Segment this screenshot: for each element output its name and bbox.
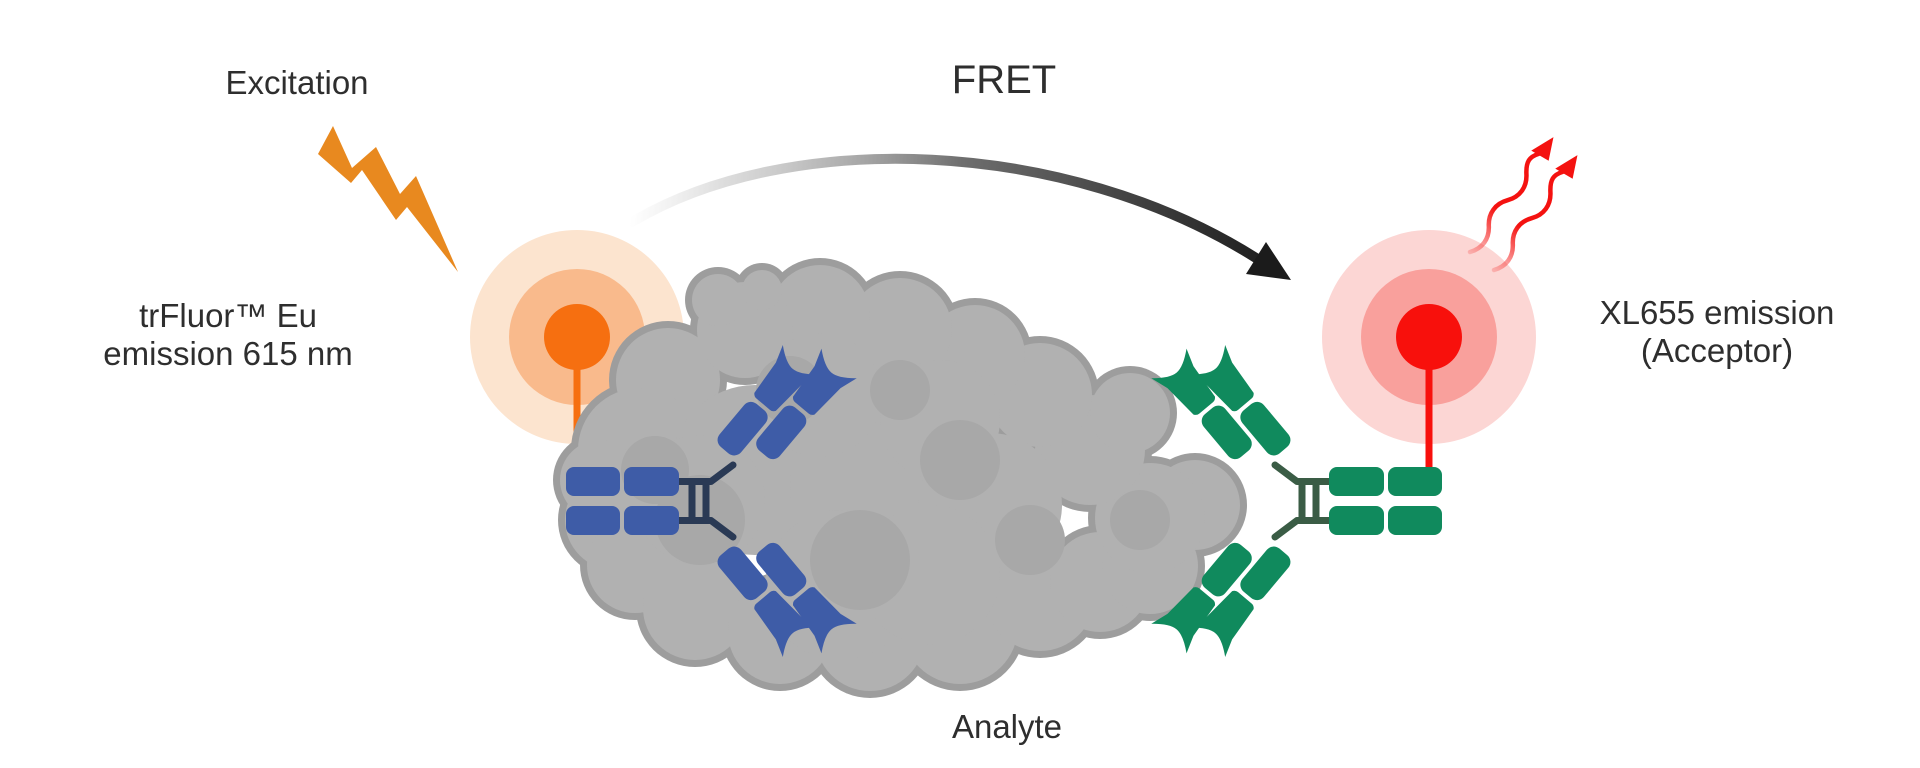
acceptor-label-line2: (Acceptor) xyxy=(1641,332,1793,369)
donor-antibody-fc xyxy=(566,467,679,535)
donor-stem xyxy=(573,340,581,470)
donor-label-line2: emission 615 nm xyxy=(103,335,352,372)
acceptor-label: XL655 emission (Acceptor) xyxy=(1600,294,1835,369)
excitation-label: Excitation xyxy=(225,64,368,101)
acceptor-antibody-fc xyxy=(1329,467,1442,535)
emission-wave-1 xyxy=(1467,151,1542,255)
donor-label: trFluor™ Eu emission 615 nm xyxy=(103,297,352,372)
donor-fluorophore-core xyxy=(544,304,610,370)
emission-waves-icon xyxy=(1467,137,1578,273)
donor-antibody-hinge xyxy=(675,461,737,541)
acceptor-stem xyxy=(1425,340,1433,470)
fret-title: FRET xyxy=(952,58,1056,102)
analyte-label: Analyte xyxy=(952,708,1062,745)
donor-label-line1: trFluor™ Eu xyxy=(139,297,317,334)
acceptor-antibody xyxy=(1151,328,1442,674)
fret-arrow-icon xyxy=(627,153,1291,280)
acceptor-antibody-hinge xyxy=(1271,461,1333,541)
emission-wave-1-arrowhead xyxy=(1531,137,1554,161)
fret-arrowhead xyxy=(1246,242,1291,280)
donor-antibody xyxy=(566,328,857,674)
emission-wave-2-arrowhead xyxy=(1555,155,1578,179)
emission-wave-2 xyxy=(1491,169,1566,273)
acceptor-fluorophore-core xyxy=(1396,304,1462,370)
excitation-bolt-icon xyxy=(318,126,458,272)
fret-arrow-curve xyxy=(627,153,1261,263)
acceptor-label-line1: XL655 emission xyxy=(1600,294,1835,331)
